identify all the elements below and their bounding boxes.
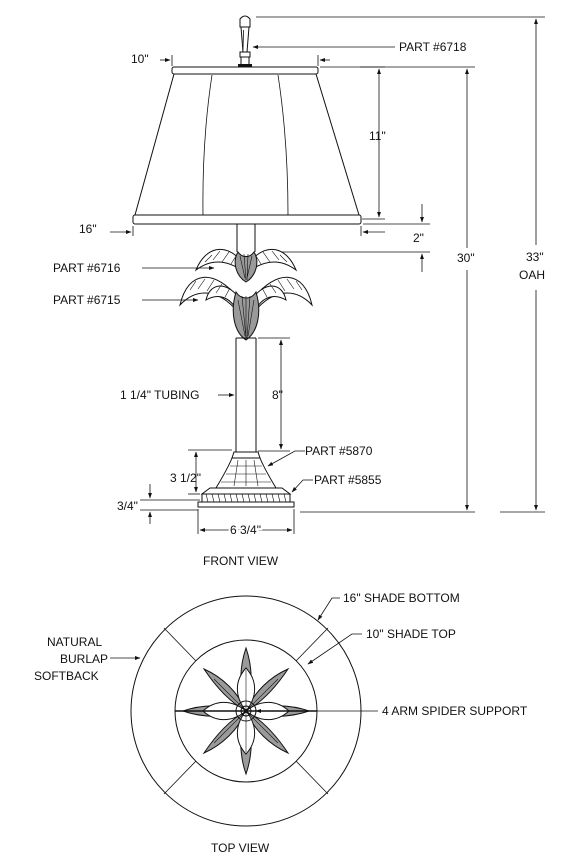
finial bbox=[238, 15, 252, 67]
top-view: 16" SHADE BOTTOM 10" SHADE TOP NATURAL B… bbox=[34, 591, 528, 855]
label-tubing-length: 8" bbox=[272, 388, 283, 402]
label-material-line2: BURLAP bbox=[60, 652, 108, 666]
label-base-width: 6 3/4" bbox=[230, 523, 261, 537]
label-total-height: 30" bbox=[457, 251, 475, 265]
label-collar-height: 3 1/2" bbox=[170, 471, 201, 485]
dim-tubing-length bbox=[258, 337, 290, 452]
label-shade-height: 11" bbox=[369, 129, 386, 143]
label-lower-leaves-part: PART #6715 bbox=[53, 293, 121, 307]
front-view-caption: FRONT VIEW bbox=[203, 554, 279, 568]
label-upper-leaves-part: PART #6716 bbox=[53, 261, 121, 275]
label-material-line1: NATURAL bbox=[47, 635, 102, 649]
dim-overall-height bbox=[256, 16, 545, 513]
label-shade-top-width: 10" bbox=[131, 52, 149, 66]
lamp-neck bbox=[236, 224, 256, 252]
label-spider: 4 ARM SPIDER SUPPORT bbox=[382, 704, 528, 718]
label-shade-bottom: 16" SHADE BOTTOM bbox=[343, 591, 460, 605]
upper-leaves bbox=[194, 248, 298, 283]
label-finial-part: PART #6718 bbox=[399, 40, 467, 54]
lamp-shade bbox=[132, 66, 362, 225]
top-view-caption: TOP VIEW bbox=[211, 841, 270, 855]
base-collar bbox=[215, 451, 277, 489]
label-material-line3: SOFTBACK bbox=[34, 669, 99, 683]
label-base-height: 3/4" bbox=[117, 499, 138, 513]
tubing bbox=[235, 337, 257, 452]
front-view: 10" PART #6718 11" 16" 2" bbox=[53, 15, 545, 568]
dim-shade-top bbox=[160, 55, 330, 66]
label-overall-height: 33" bbox=[526, 250, 544, 264]
label-tubing: 1 1/4" TUBING bbox=[120, 388, 199, 402]
label-shade-bottom-width: 16" bbox=[79, 222, 97, 236]
dim-shade-bottom bbox=[110, 226, 385, 236]
label-overall-height-unit: OAH bbox=[519, 268, 545, 282]
label-shade-top: 10" SHADE TOP bbox=[366, 627, 456, 641]
dim-shade-height bbox=[320, 66, 385, 220]
dim-collar-height bbox=[188, 449, 232, 495]
shade-seams bbox=[163, 627, 329, 795]
dim-base-height bbox=[140, 484, 200, 524]
label-base-part: PART #5855 bbox=[314, 473, 382, 487]
dim-shade-gap bbox=[282, 204, 430, 272]
dim-total-height bbox=[300, 66, 475, 513]
lower-leaves bbox=[179, 276, 313, 341]
label-shade-gap: 2" bbox=[413, 231, 424, 245]
lamp-base bbox=[197, 487, 295, 508]
label-base-collar-part: PART #5870 bbox=[305, 444, 373, 458]
dim-base-width bbox=[197, 509, 295, 534]
